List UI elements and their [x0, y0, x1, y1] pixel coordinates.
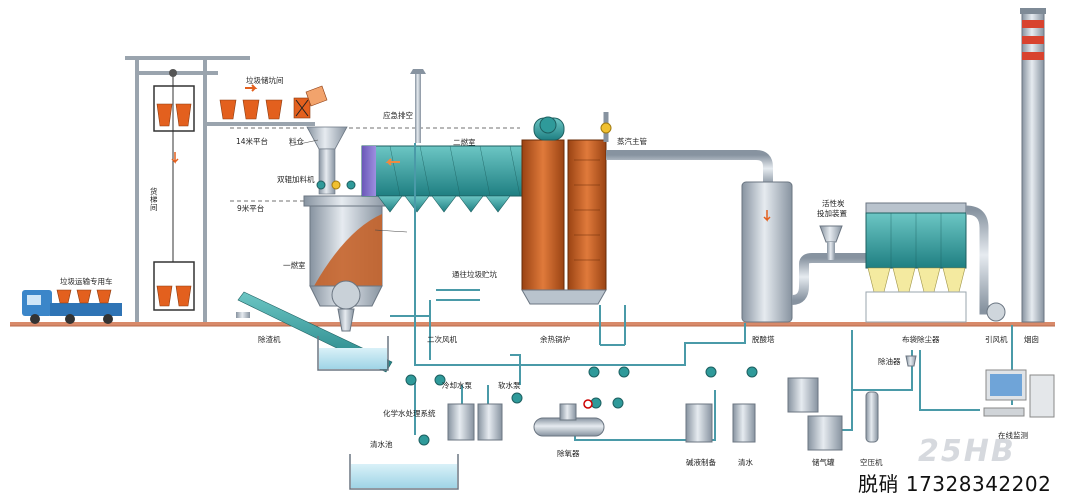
- emergency-vent-stack: [415, 73, 421, 143]
- label-clear-water: 清水: [738, 458, 753, 467]
- contact-text: 脱硝 17328342202: [858, 472, 1052, 496]
- bag-filter: [865, 202, 967, 323]
- bucket-row: [219, 85, 328, 120]
- label-oil-remover: 除油器: [878, 357, 901, 366]
- label-soft-pump: 软水泵: [498, 381, 521, 390]
- elevator-frame: [125, 56, 315, 322]
- label-platform-9m: 9米平台: [237, 204, 265, 213]
- label-deacid-tower: 脱酸塔: [752, 335, 775, 344]
- label-online-monitor: 在线监测: [998, 431, 1028, 440]
- label-first-chamber: 一燃室: [283, 261, 306, 270]
- compressor-box: [807, 415, 843, 451]
- label-garbage-storage: 垃圾储坑间: [246, 76, 284, 85]
- label-second-chamber: 二燃室: [453, 138, 476, 147]
- garbage-truck: [22, 289, 122, 324]
- steam-valve: [600, 122, 612, 134]
- chimney: [1020, 8, 1046, 323]
- air-tank-box: [787, 377, 819, 413]
- label-cooling-pump: 冷却水泵: [442, 381, 472, 390]
- label-clear-pool: 清水池: [370, 440, 393, 449]
- flue-gas-arrow: [385, 158, 400, 166]
- arrow-right: [245, 84, 258, 92]
- label-bag-filter: 布袋除尘器: [902, 335, 940, 344]
- secondary-chamber: [361, 145, 523, 213]
- flue-duct-3: [965, 205, 1002, 315]
- label-dosing-device: 投加装置: [817, 209, 847, 218]
- compressor-column: [865, 391, 879, 443]
- clear-water-pool: [349, 454, 459, 490]
- label-deaerator: 除氧器: [557, 449, 580, 458]
- elevator-car-bottom: [153, 261, 195, 311]
- deacid-tower: [741, 181, 793, 323]
- elevator-car-top: [153, 85, 195, 132]
- leader-lines: [289, 139, 408, 233]
- alkali-tank: [685, 403, 713, 443]
- label-waste-heat-boiler: 余热锅炉: [540, 335, 570, 344]
- label-air-tank: 储气罐: [812, 458, 835, 467]
- primary-chamber: [303, 195, 389, 332]
- vent-cap: [410, 69, 426, 74]
- label-elevator-room: 货梯间: [150, 187, 158, 212]
- pump-valves: [405, 366, 758, 446]
- arrow-down: [171, 152, 179, 164]
- label-hopper: 料仓: [289, 137, 304, 146]
- oil-remover: [905, 355, 917, 367]
- monitor-computer: [983, 369, 1055, 418]
- label-double-feeder: 双辊加料机: [277, 175, 315, 184]
- label-activated-carbon: 活性炭: [822, 199, 845, 208]
- label-induced-fan: 引风机: [985, 335, 1008, 344]
- clear-water-tank: [732, 403, 756, 443]
- chem-water-tanks: [447, 403, 503, 441]
- slag-pool: [317, 336, 389, 371]
- label-to-garbage-pit: 通往垃圾贮坑: [452, 270, 497, 279]
- flue-duct-2: [791, 253, 872, 305]
- deaerator-head: [559, 403, 577, 421]
- label-compressor: 空压机: [860, 458, 883, 467]
- waste-heat-boiler: [521, 116, 607, 305]
- label-alkali: 碱液制备: [686, 458, 716, 467]
- label-chem-water: 化学水处理系统: [383, 409, 436, 418]
- induced-fan: [986, 302, 1006, 322]
- hopper: [306, 126, 348, 150]
- deaerator-tank: [533, 417, 605, 437]
- label-platform-14m: 14米平台: [236, 137, 269, 146]
- label-slag-remover: 除渣机: [258, 335, 281, 344]
- label-secondary-fan: 二次风机: [427, 335, 457, 344]
- activated-carbon-dosing: [819, 225, 843, 260]
- label-garbage-truck: 垃圾运输专用车: [60, 277, 113, 286]
- watermark: 25HB: [918, 434, 1016, 469]
- flue-duct-1: [606, 150, 773, 185]
- label-steam-main: 蒸汽主管: [617, 137, 647, 146]
- feeder-valves: [316, 180, 356, 190]
- ground-line: [10, 322, 1055, 326]
- label-emergency-vent: 应急排空: [383, 111, 413, 120]
- pulley: [169, 69, 177, 77]
- label-chimney: 烟囱: [1024, 335, 1039, 344]
